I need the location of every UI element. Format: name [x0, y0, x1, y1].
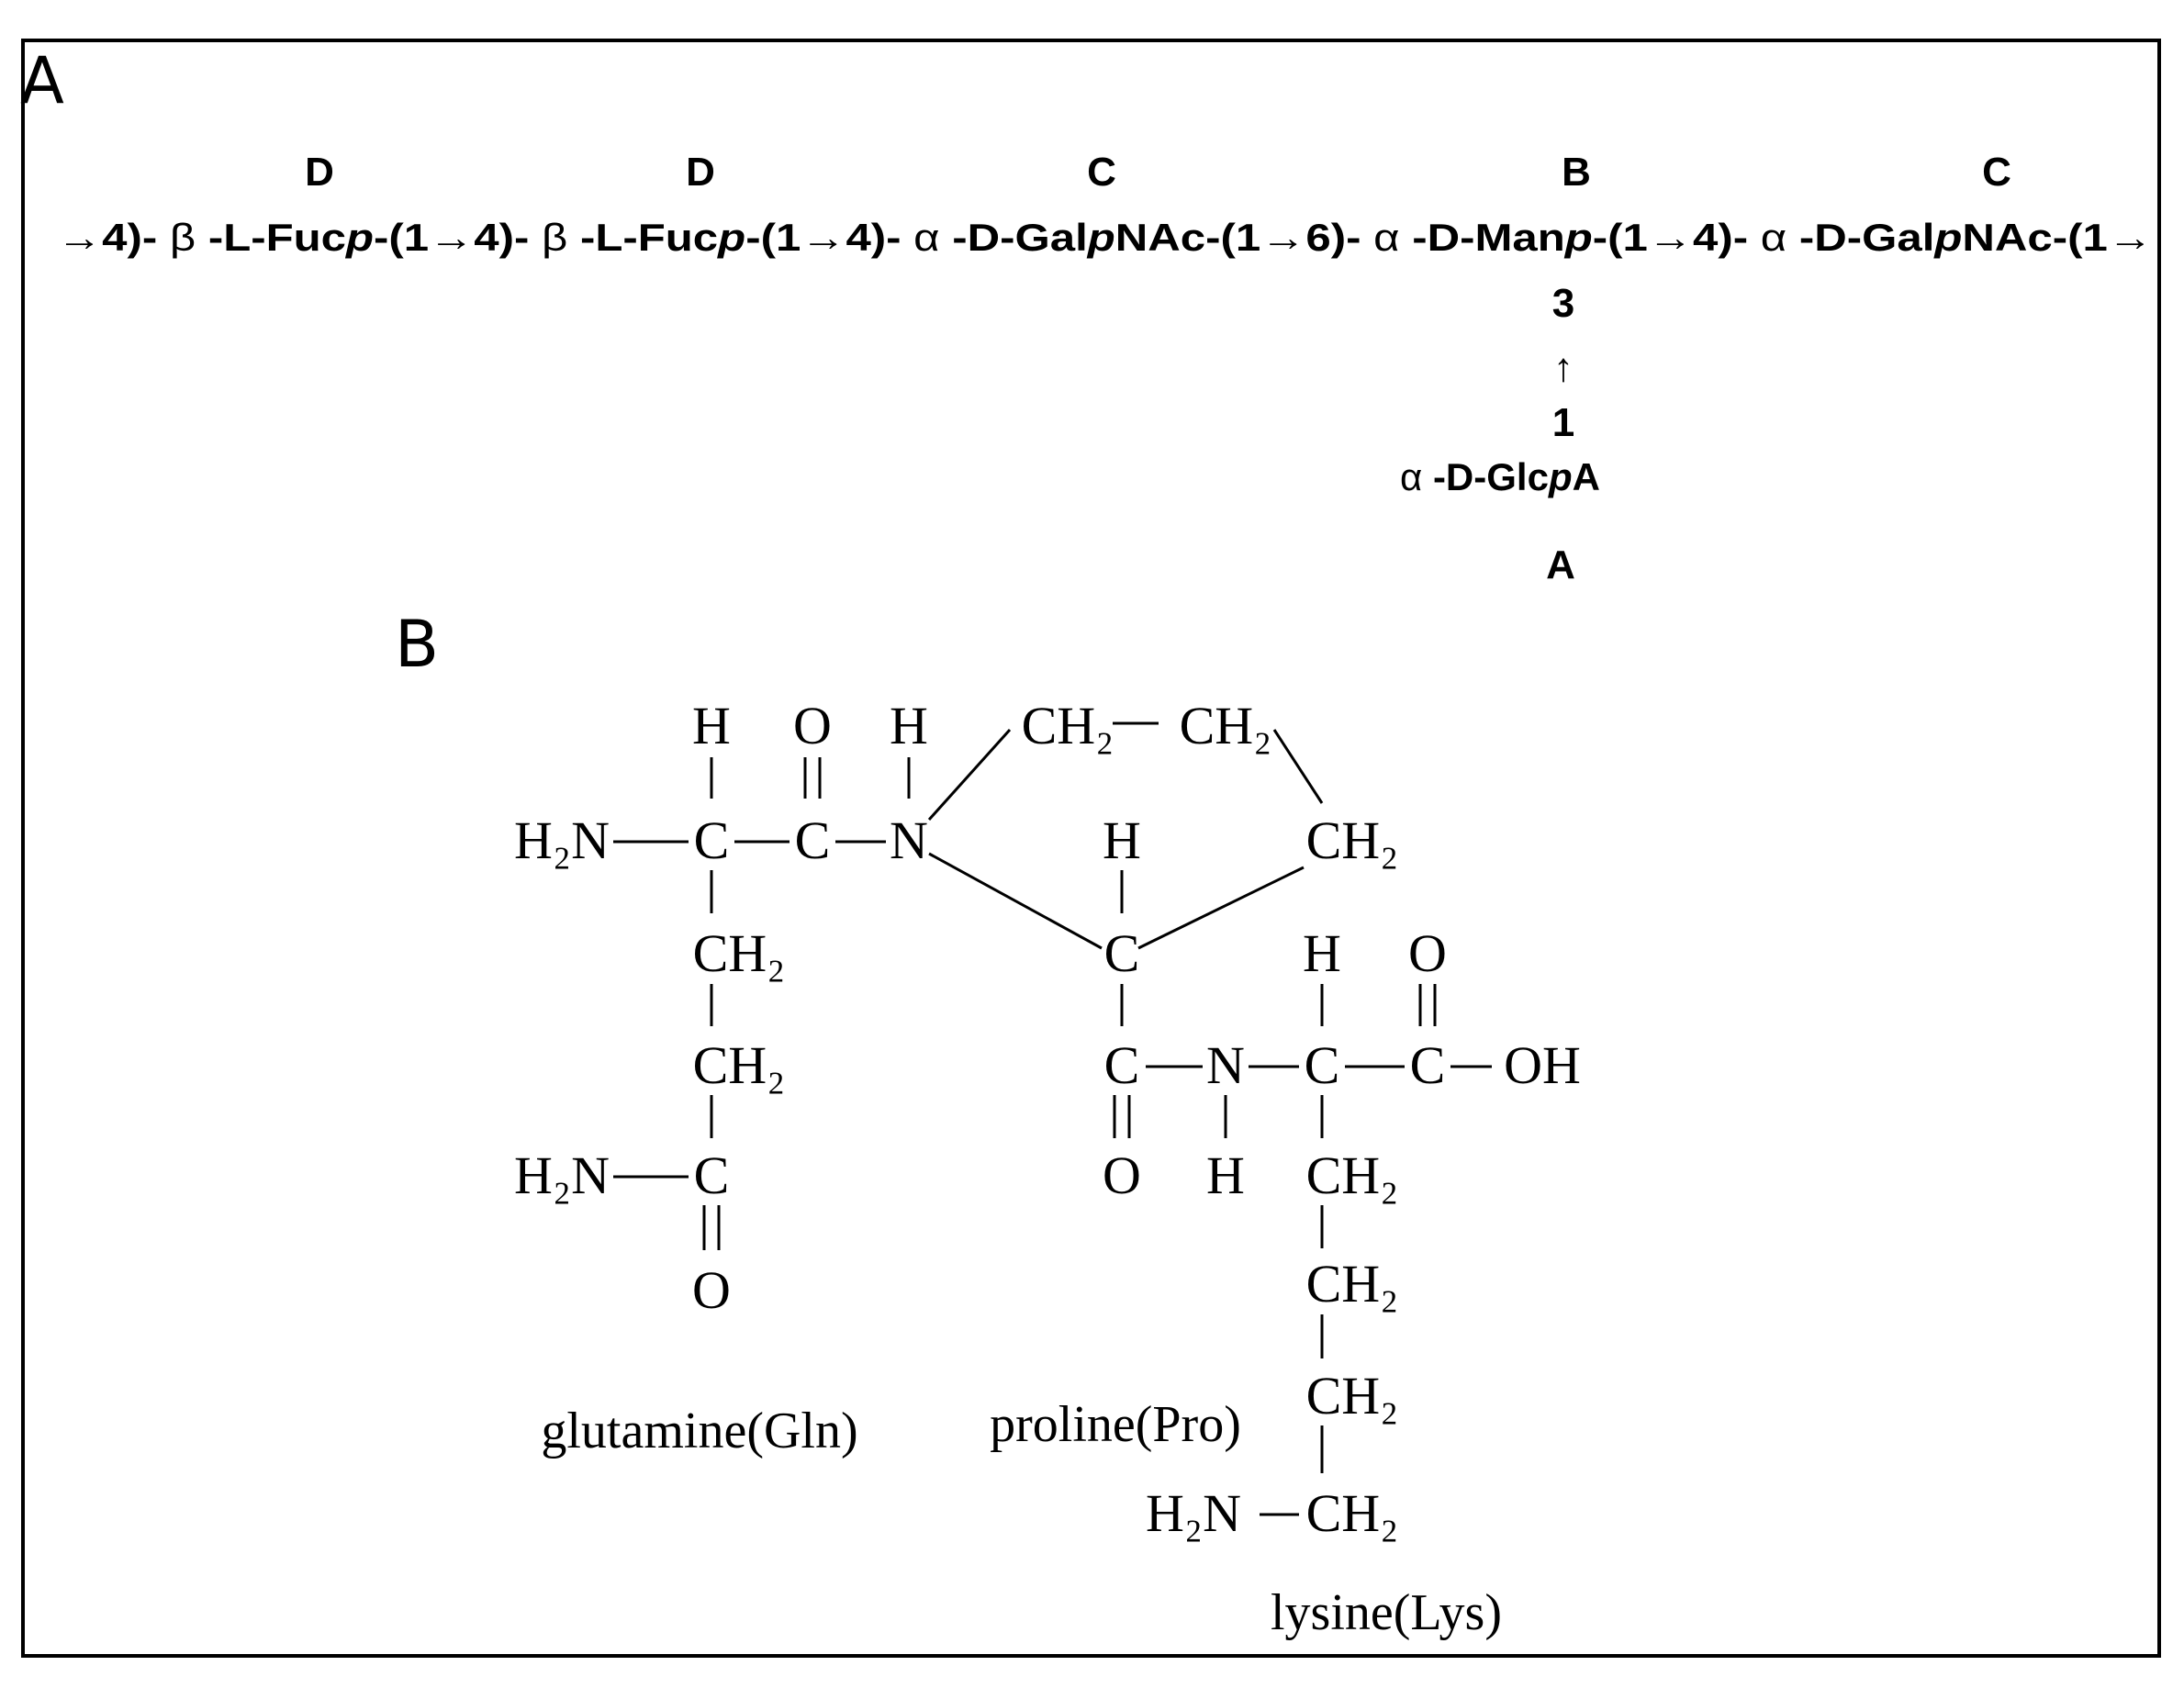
gln-carbonyl-c: C	[795, 810, 831, 870]
unit-letter-5: C	[1982, 150, 2011, 195]
lys-carboxyl-oh: OH	[1504, 1035, 1581, 1095]
chain-anomer: β	[542, 216, 567, 259]
chain-seg: -D-Man	[1400, 216, 1565, 259]
chain-seg: -(1→4)-	[745, 216, 913, 259]
lys-alpha-h: H	[1303, 923, 1341, 983]
gln-side-ch2-2: CH₂	[693, 1035, 786, 1095]
chain-seg: →4)-	[57, 216, 170, 259]
gln-amide-c: C	[694, 1146, 730, 1205]
chain-seg: -D-Gal	[940, 216, 1088, 259]
chain-ring: p	[1564, 216, 1593, 259]
pro-alpha-h: H	[1103, 810, 1141, 870]
gln-alpha-c: C	[694, 810, 730, 870]
panel-a-label: A	[20, 43, 64, 118]
chain-ring: p	[717, 216, 745, 259]
bond-lines	[613, 721, 1492, 1516]
panel-b-label: B	[395, 607, 439, 682]
branch-residue-letter: A	[1546, 542, 1575, 587]
branch-arrow: ↑	[1553, 345, 1574, 390]
lys-side-ch2-1: CH₂	[1306, 1146, 1399, 1205]
branch-seg: -D-Glc	[1422, 455, 1549, 498]
gln-side-ch2-1: CH₂	[693, 923, 786, 983]
gln-amide-n: H₂N	[514, 1146, 610, 1205]
gln-amine: H₂N	[514, 810, 610, 870]
chain-ring: p	[1087, 216, 1115, 259]
chain-seg: -(1→4)-	[374, 216, 542, 259]
chain-seg: -L-Fuc	[196, 216, 346, 259]
chain-anomer: β	[170, 216, 196, 259]
pro-carbonyl-c: C	[1104, 1035, 1140, 1095]
chain-seg: NAc-(1→	[1962, 216, 2153, 259]
lys-name: lysine(Lys)	[1271, 1584, 1502, 1641]
chain-ring: p	[1933, 216, 1962, 259]
lys-amide-h: H	[1206, 1146, 1245, 1205]
pro-ring-ch2-c: CH₂	[1306, 810, 1399, 870]
unit-letter-3: C	[1087, 150, 1116, 195]
gln-name: glutamine(Gln)	[541, 1403, 857, 1459]
unit-letter-1: D	[305, 150, 334, 195]
lys-side-ch2-3: CH₂	[1306, 1366, 1399, 1425]
branch-residue: α -D-GlcpA	[1400, 455, 1600, 498]
pro-ring-ch2-a: CH₂	[1022, 696, 1114, 755]
figure-frame	[21, 39, 2161, 1658]
chain-seg: -L-Fuc	[567, 216, 718, 259]
pro-name: proline(Pro)	[990, 1396, 1241, 1453]
chain-anomer: α	[913, 216, 939, 259]
branch-position-1: 1	[1552, 400, 1574, 445]
bond	[1137, 866, 1305, 950]
lys-alpha-c: C	[1305, 1035, 1340, 1095]
gln-amide-o: O	[692, 1260, 731, 1320]
pro-n-h: H	[890, 696, 928, 755]
pro-ring-n: N	[890, 810, 928, 870]
pro-carbonyl-o: O	[1103, 1146, 1141, 1205]
chain-anomer: α	[1761, 216, 1786, 259]
gln-carbonyl-o: O	[793, 696, 832, 755]
bond	[1272, 729, 1324, 804]
unit-letter-2: D	[686, 150, 715, 195]
gln-alpha-h: H	[692, 696, 731, 755]
chain-anomer: α	[1373, 216, 1399, 259]
chain-seg: NAc-(1→6)-	[1115, 216, 1373, 259]
unit-letter-4: B	[1562, 150, 1591, 195]
branch-seg: A	[1573, 455, 1600, 498]
pro-ring-ch2-b: CH₂	[1180, 696, 1272, 755]
lys-carboxyl-c: C	[1410, 1035, 1446, 1095]
lys-terminal-amine: H₂N	[1146, 1483, 1241, 1543]
chain-seg: -(1→4)-	[1593, 216, 1761, 259]
lys-side-ch2-4: CH₂	[1306, 1483, 1399, 1543]
lys-side-ch2-2: CH₂	[1306, 1254, 1399, 1314]
bond	[927, 728, 1012, 822]
chain-seg: -D-Gal	[1786, 216, 1934, 259]
lys-carboxyl-o: O	[1408, 923, 1447, 983]
branch-position-3: 3	[1552, 281, 1574, 326]
branch-ring: p	[1548, 455, 1573, 498]
pro-alpha-c: C	[1104, 923, 1140, 983]
chain-ring: p	[345, 216, 374, 259]
bond	[928, 852, 1103, 950]
branch-anomer: α	[1400, 455, 1422, 498]
lys-amide-n: N	[1206, 1035, 1245, 1095]
